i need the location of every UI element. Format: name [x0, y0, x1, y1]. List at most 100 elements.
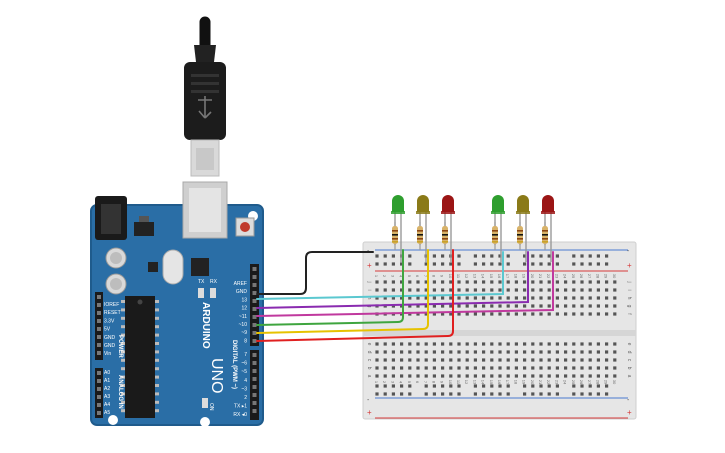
column-label-top: 18: [513, 274, 518, 279]
column-label-top: 14: [481, 274, 486, 279]
column-label-bottom: 26: [579, 380, 584, 385]
column-label-top: 16: [497, 274, 502, 279]
column-label-top: 30: [612, 274, 617, 279]
power-header: [95, 292, 103, 360]
led-body: [517, 195, 529, 212]
row-label-right: e: [626, 343, 632, 346]
analog-pin-label: A2: [104, 386, 110, 392]
column-label-bottom: 5: [407, 381, 412, 384]
digital-header-top: [250, 264, 259, 346]
column-label-top: 25: [571, 274, 576, 279]
row-label-left: a: [366, 375, 372, 378]
microcontroller-chip: [125, 296, 155, 418]
wire-pin12: [256, 251, 529, 309]
column-number-labels: 1122334455667788991010111112121313141415…: [374, 274, 617, 385]
column-label-top: 23: [554, 274, 559, 279]
digital-pin-label: RX ◂0: [233, 412, 247, 418]
column-label-bottom: 21: [538, 380, 543, 385]
row-label-right: j: [626, 280, 632, 282]
row-label-right: d: [626, 351, 632, 354]
digital-pin-label: 8: [244, 338, 247, 344]
wire-pin13: [256, 251, 504, 300]
analog-header: [95, 368, 103, 418]
column-label-bottom: 9: [440, 381, 445, 384]
column-label-top: 21: [538, 274, 543, 279]
column-label-top: 4: [399, 275, 404, 278]
on-led: [202, 398, 208, 408]
power-pin-label: RESET: [104, 310, 121, 316]
column-label-top: 3: [390, 275, 395, 278]
arduino-board: ARDUINO UNO TX RX ON POWER ANALOG IN DIG…: [90, 181, 264, 427]
wire-group: [256, 249, 554, 342]
rx-led-label: RX: [210, 279, 218, 285]
column-label-top: 2: [382, 275, 387, 278]
rail-plus-top-right: +: [627, 261, 632, 270]
led-body: [492, 195, 504, 212]
digital-pin-label: GND: [236, 289, 248, 295]
led-body: [542, 195, 554, 212]
column-label-top: 29: [604, 274, 609, 279]
column-label-bottom: 29: [604, 380, 609, 385]
column-label-top: 7: [423, 275, 428, 278]
column-label-bottom: 6: [415, 381, 420, 384]
digital-pin-label: AREF: [234, 281, 247, 287]
column-label-top: 12: [464, 274, 469, 279]
resistor: [417, 222, 423, 250]
column-label-top: 1: [374, 275, 379, 278]
column-label-top: 9: [440, 275, 445, 278]
wire-gnd: [256, 251, 374, 295]
row-label-left: c: [366, 359, 372, 362]
digital-section-label: DIGITAL (PWM ~): [231, 340, 237, 389]
column-label-bottom: 7: [423, 381, 428, 384]
column-label-top: 15: [489, 274, 494, 279]
column-label-top: 28: [595, 274, 600, 279]
column-label-bottom: 24: [563, 380, 568, 385]
column-label-top: 26: [579, 274, 584, 279]
digital-pin-label: TX ▸1: [234, 404, 247, 410]
breadboard: - + - + - + - + 112233445566778899101011…: [362, 241, 637, 420]
led-body: [392, 195, 404, 212]
column-label-bottom: 10: [448, 380, 453, 385]
wire-pin11: [256, 251, 554, 317]
digital-pin-label: 4: [244, 378, 247, 384]
column-label-top: 24: [563, 274, 568, 279]
row-label-right: a: [626, 375, 632, 378]
column-label-top: 11: [456, 274, 461, 279]
rail-minus-top-right: -: [627, 248, 630, 255]
analog-pin-label: A5: [104, 410, 110, 416]
digital-pin-label: ~5: [241, 369, 247, 375]
row-label-left: e: [366, 343, 372, 346]
column-label-bottom: 28: [595, 380, 600, 385]
column-label-top: 17: [505, 274, 510, 279]
rail-minus-bottom-left: -: [367, 397, 370, 404]
power-section-label: POWER: [117, 335, 123, 358]
resistor: [442, 222, 448, 250]
column-label-bottom: 12: [464, 380, 469, 385]
digital-pin-label: ~9: [241, 330, 247, 336]
on-led-label: ON: [208, 403, 214, 411]
column-label-bottom: 23: [554, 380, 559, 385]
digital-pin-label: 13: [241, 297, 247, 303]
row-label-left: i: [366, 289, 372, 290]
column-label-bottom: 19: [522, 380, 527, 385]
row-label-left: d: [366, 351, 372, 354]
column-label-bottom: 14: [481, 380, 486, 385]
usb-symbol-icon: [198, 96, 212, 119]
wire-pin10: [256, 249, 404, 326]
digital-pin-label: ~3: [241, 386, 247, 392]
column-label-top: 19: [522, 274, 527, 279]
power-pin-label: GND: [104, 335, 116, 341]
column-label-bottom: 13: [472, 380, 477, 385]
row-label-right: c: [626, 359, 632, 362]
power-pin-label: IOREF: [104, 302, 119, 308]
column-label-top: 8: [431, 275, 436, 278]
brand-label: ARDUINO: [200, 302, 211, 349]
resistor: [392, 222, 398, 250]
column-label-bottom: 16: [497, 380, 502, 385]
row-label-right: h: [626, 297, 632, 300]
power-pin-label: 3.3V: [104, 318, 115, 324]
led-body: [417, 195, 429, 212]
power-pin-label: Vin: [104, 351, 111, 357]
column-label-bottom: 20: [530, 380, 535, 385]
